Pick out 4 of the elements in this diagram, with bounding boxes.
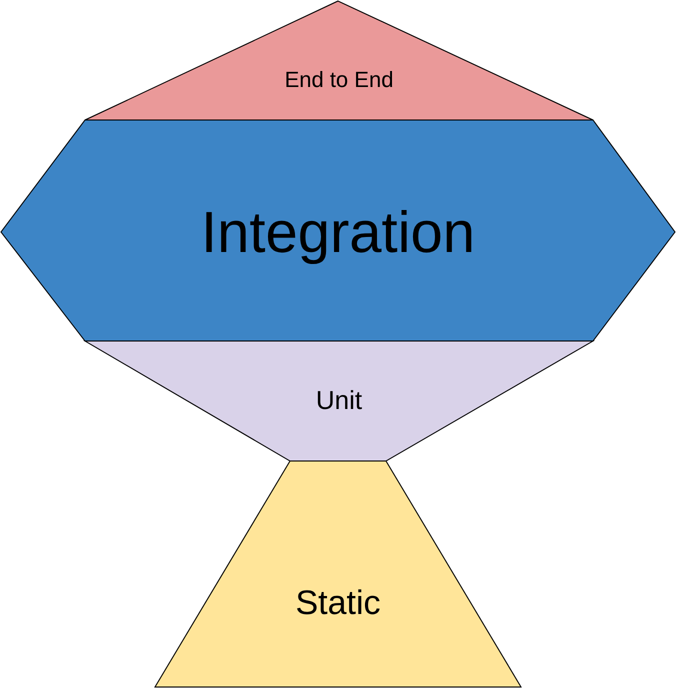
tier-label: Integration — [200, 204, 476, 262]
tier-label: Static — [295, 586, 381, 620]
tier-label: End to End — [284, 69, 394, 91]
tier-label: Unit — [316, 387, 362, 413]
